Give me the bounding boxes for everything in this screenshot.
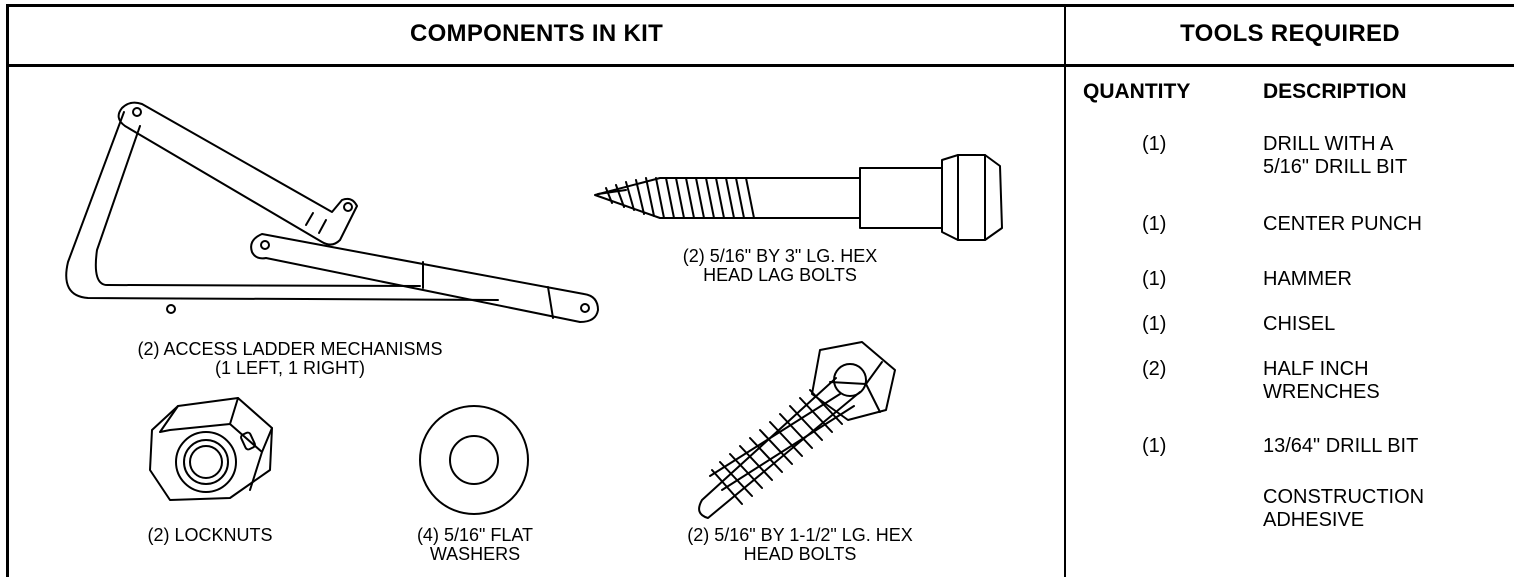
lag-bolt-drawing [594,154,1003,241]
header-divider [6,64,1514,67]
description-column-header: DESCRIPTION [1263,80,1407,103]
table-left-border [6,4,9,577]
tool-description: CHISEL [1263,313,1336,335]
table-top-border [6,4,1514,7]
components-illustrations [65,101,1003,519]
quantity-column-header: QUANTITY [1083,80,1191,103]
tool-description: 13/64" DRILL BIT [1263,435,1419,457]
ladder-mechanisms-label: (2) ACCESS LADDER MECHANISMS (1 LEFT, 1 … [137,339,443,378]
tool-quantity: (1) [1142,133,1167,155]
hex-bolt-drawing [698,341,896,519]
tool-description: HAMMER [1263,268,1352,290]
column-divider [1064,4,1066,577]
tool-quantity: (1) [1142,313,1167,335]
tool-description: CENTER PUNCH [1263,213,1422,235]
tool-description: CONSTRUCTION ADHESIVE [1263,486,1425,531]
components-header: COMPONENTS IN KIT [409,20,664,47]
lag-bolts-label: (2) 5/16" BY 3" LG. HEX HEAD LAG BOLTS [682,246,878,285]
tool-quantity: (1) [1142,268,1167,290]
locknuts-label: (2) LOCKNUTS [147,525,273,545]
hex-bolts-label: (2) 5/16" BY 1-1/2" LG. HEX HEAD BOLTS [687,525,913,564]
locknut-drawing [149,397,273,501]
tool-quantity: (1) [1142,213,1167,235]
ladder-mechanism-drawing [65,101,599,323]
tool-description: HALF INCH WRENCHES [1263,358,1380,403]
tools-header: TOOLS REQUIRED [1180,20,1400,47]
tool-description: DRILL WITH A 5/16" DRILL BIT [1263,133,1408,178]
flat-washers-label: (4) 5/16" FLAT WASHERS [416,525,534,564]
washer-drawing [419,405,529,515]
tool-quantity: (2) [1142,358,1167,380]
tool-quantity: (1) [1142,435,1167,457]
